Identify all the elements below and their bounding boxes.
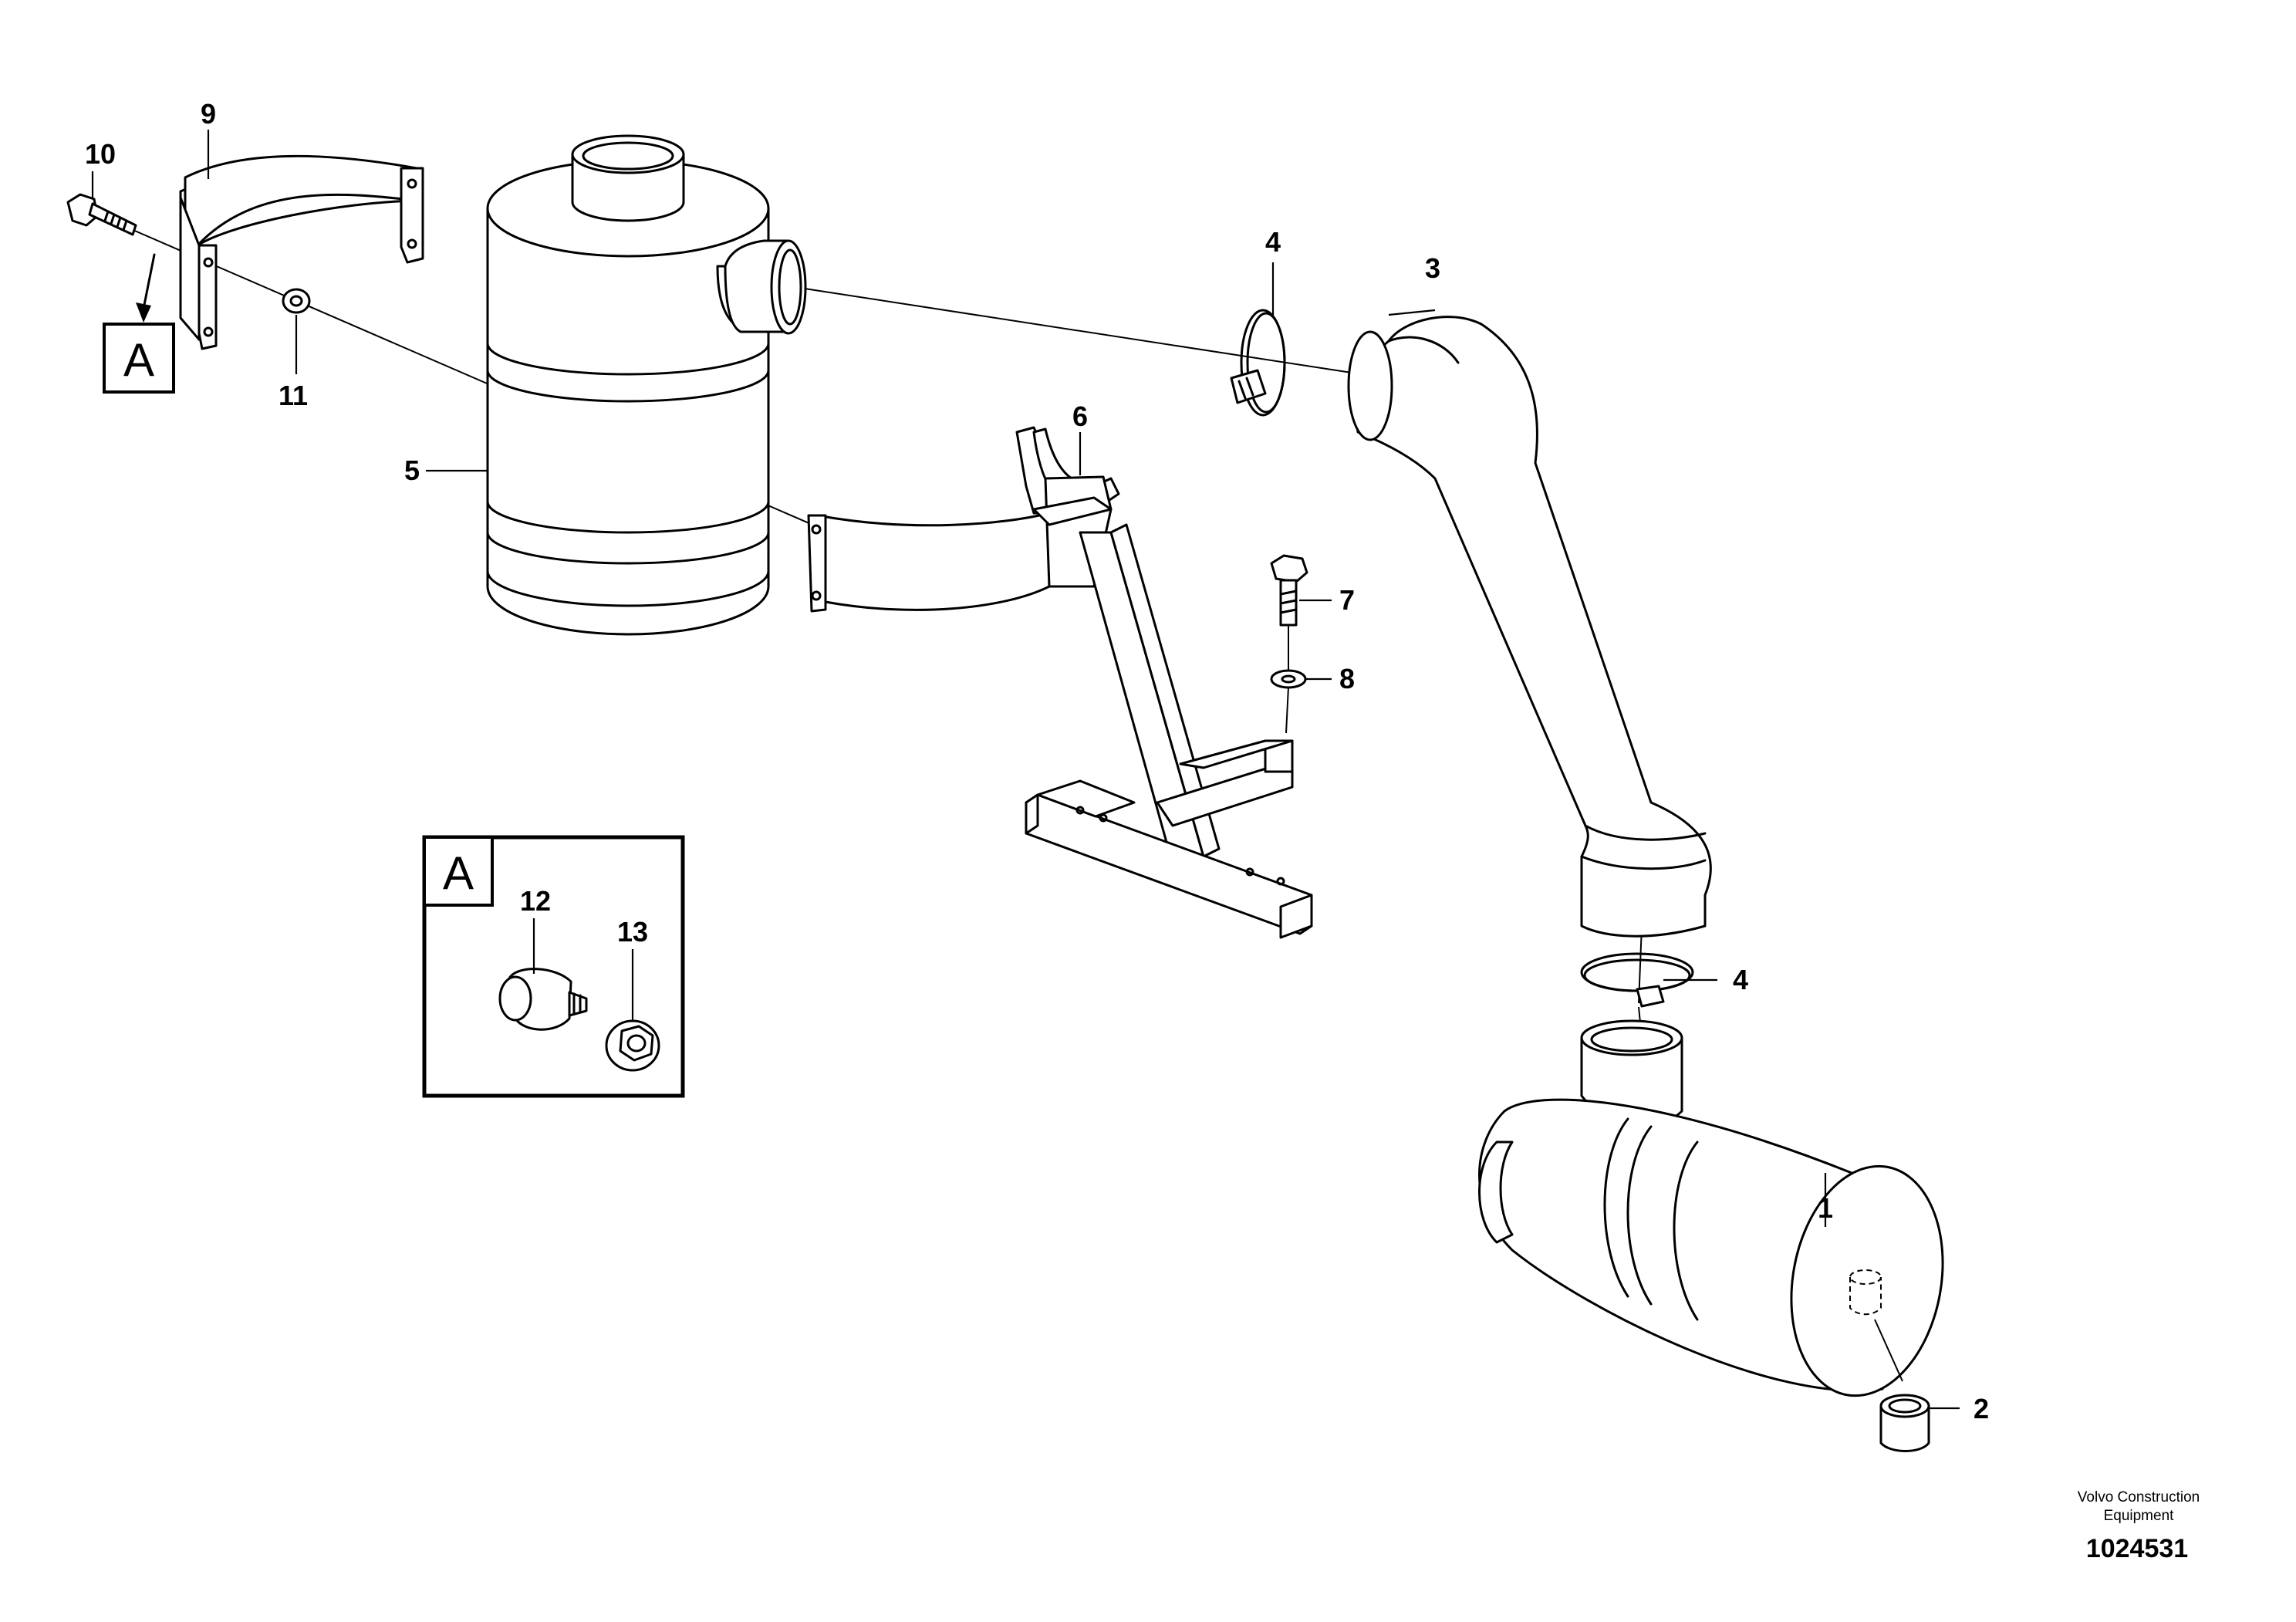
detail-title: A xyxy=(443,847,474,899)
detail-ref-label: A xyxy=(123,334,154,386)
callout-9: 9 xyxy=(201,98,216,130)
callout-7: 7 xyxy=(1339,584,1355,616)
callout-numbers: 1 2 3 4 4 5 6 7 8 9 10 11 12 13 xyxy=(85,98,1989,1424)
part-6-bracket xyxy=(807,426,1313,939)
callout-2: 2 xyxy=(1974,1393,1989,1424)
part-5-air-cleaner-housing xyxy=(486,134,807,636)
part-12-rubber-buffer xyxy=(498,968,588,1031)
footer-brand-line1: Volvo Construction xyxy=(2078,1489,2200,1505)
footer: Volvo Construction Equipment 1024531 xyxy=(2078,1489,2200,1563)
callout-4-upper: 4 xyxy=(1265,226,1281,258)
part-4-hose-clamp-lower xyxy=(1580,952,1694,1008)
callout-8: 8 xyxy=(1339,663,1355,694)
part-10-bolt xyxy=(66,193,137,236)
part-4-hose-clamp-upper xyxy=(1230,309,1286,417)
footer-brand-line2: Equipment xyxy=(2104,1508,2175,1524)
part-1-air-cleaner xyxy=(1478,1019,1944,1397)
callout-1: 1 xyxy=(1818,1192,1833,1224)
part-2-cap xyxy=(1874,1319,1930,1452)
part-9-strap xyxy=(179,154,424,350)
callout-11: 11 xyxy=(279,380,308,411)
callout-12: 12 xyxy=(520,885,551,917)
callout-5: 5 xyxy=(404,454,420,486)
part-8-washer xyxy=(1270,669,1307,689)
callout-3: 3 xyxy=(1425,252,1440,284)
detail-a-box: A xyxy=(422,835,685,1098)
detail-reference-a: A xyxy=(103,253,175,394)
callout-13: 13 xyxy=(617,916,648,948)
part-7-bolt xyxy=(1270,554,1308,627)
callout-4-lower: 4 xyxy=(1733,964,1748,995)
callout-leaders xyxy=(91,130,1960,1410)
part-13-flange-nut xyxy=(605,1019,660,1072)
callout-10: 10 xyxy=(85,138,116,170)
part-3-hose xyxy=(1347,316,1712,938)
callout-6: 6 xyxy=(1072,400,1088,432)
part-11-washer xyxy=(282,288,311,314)
drawing-number: 1024531 xyxy=(2086,1534,2188,1563)
